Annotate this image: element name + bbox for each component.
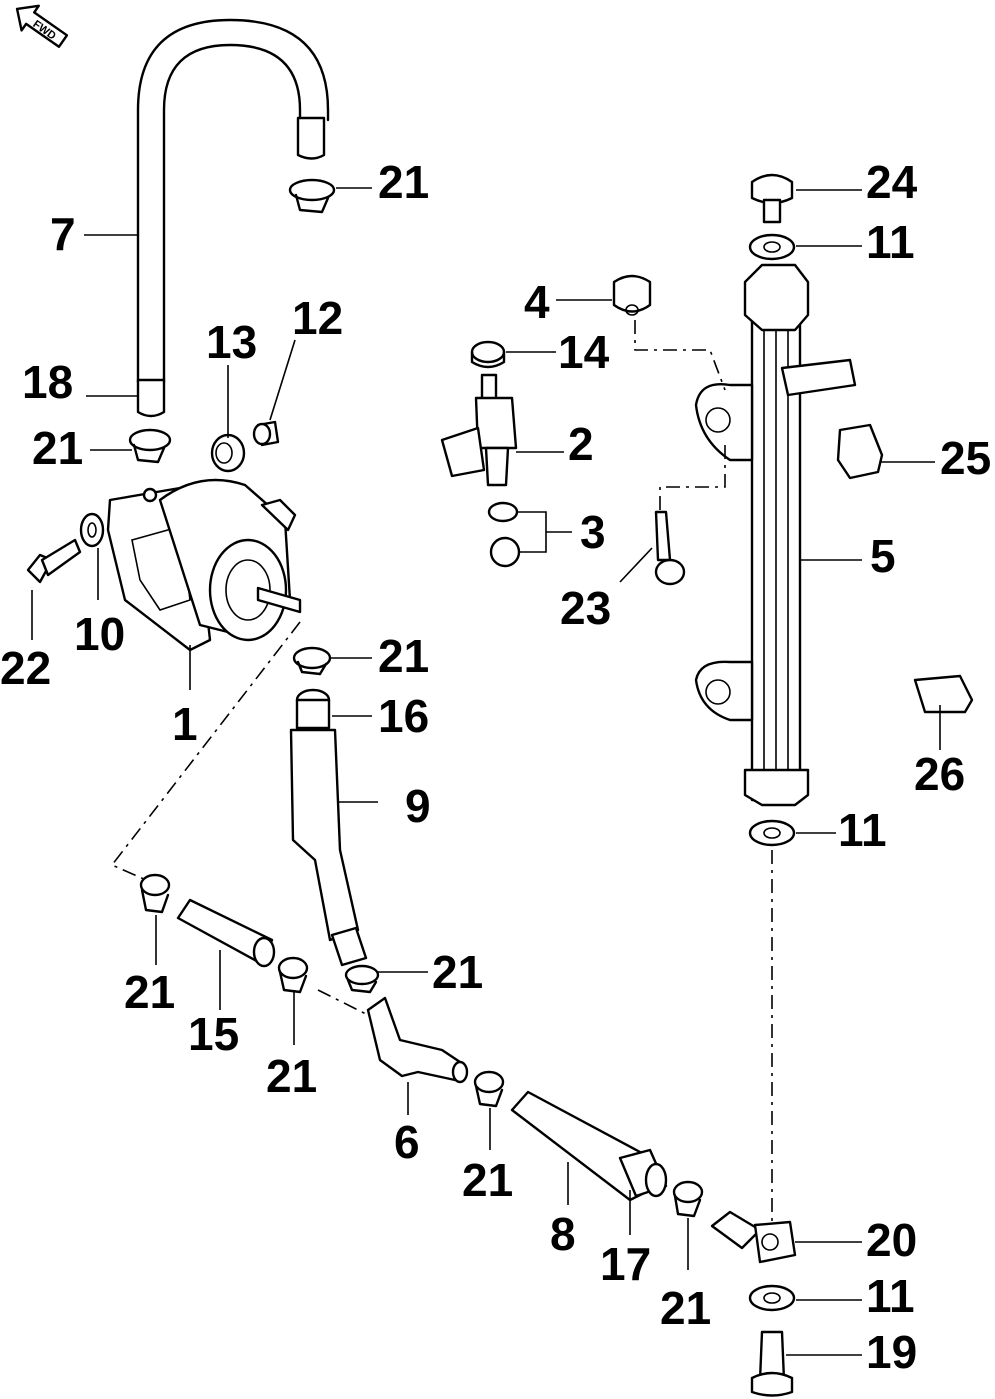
label-13: 13 [206, 316, 257, 368]
bolt-22 [26, 538, 82, 584]
fuel-rail-5 [694, 263, 857, 807]
label-23: 23 [560, 582, 611, 634]
clamp-21-bottom [672, 1180, 704, 1218]
label-21: 21 [266, 1050, 317, 1102]
elbow-6 [366, 996, 469, 1084]
label-19: 19 [866, 1326, 917, 1378]
connector-line-1 [110, 621, 301, 881]
grommet-13 [210, 433, 246, 473]
fuel-filter-1 [106, 478, 302, 652]
connector-line-2 [317, 989, 369, 1016]
label-5: 5 [870, 530, 896, 582]
clamp-21-top [288, 178, 336, 214]
cap-4 [612, 274, 652, 316]
hose-9 [289, 688, 368, 967]
clamp-21-low-left [139, 873, 171, 914]
label-26: 26 [914, 748, 965, 800]
label-11: 11 [866, 216, 915, 268]
hose-7 [136, 18, 330, 418]
collar-12 [252, 420, 280, 447]
clamp-21-mid [292, 646, 332, 676]
label-10: 10 [74, 608, 125, 660]
bolt-24 [750, 173, 794, 224]
label-20: 20 [866, 1214, 917, 1266]
union-20 [710, 1210, 797, 1264]
label-21: 21 [378, 630, 429, 682]
washer-11-bottom [748, 1284, 796, 1312]
label-17: 17 [600, 1238, 651, 1290]
washer-11-top [748, 233, 796, 261]
label-11: 11 [866, 1270, 915, 1322]
clamp-21-hose9 [344, 964, 380, 994]
label-14: 14 [558, 326, 610, 378]
clip-26 [913, 674, 974, 714]
label-21: 21 [32, 422, 83, 474]
label-21: 21 [378, 156, 429, 208]
label-21: 21 [432, 946, 483, 998]
connector-line-3 [634, 320, 726, 391]
injector-2 [440, 373, 518, 487]
clamp-21-left [128, 428, 172, 464]
oring-14 [470, 340, 506, 369]
label-4: 4 [524, 276, 550, 328]
label-1: 1 [172, 698, 198, 750]
fwd-arrow-icon: FWD [15, 4, 69, 48]
label-8: 8 [550, 1208, 576, 1260]
label-9: 9 [405, 780, 431, 832]
hose-8 [510, 1090, 668, 1202]
washer-11-mid [748, 819, 796, 847]
washer-10 [79, 512, 105, 548]
label-21: 21 [462, 1154, 513, 1206]
clamp-21-low-mid [277, 956, 309, 994]
label-16: 16 [378, 690, 429, 742]
label-6: 6 [394, 1116, 420, 1168]
label-21: 21 [660, 1282, 711, 1334]
clip-25 [836, 423, 884, 480]
label-3: 3 [580, 506, 606, 558]
label-18: 18 [22, 356, 73, 408]
connector-line-4 [659, 440, 726, 510]
label-11: 11 [838, 804, 887, 856]
label-2: 2 [568, 418, 594, 470]
label-12: 12 [292, 292, 343, 344]
label-24: 24 [866, 156, 918, 208]
oring-3 [487, 501, 521, 568]
bolt-23 [654, 510, 686, 586]
label-21: 21 [124, 966, 175, 1018]
clamp-21-right [473, 1070, 505, 1108]
label-22: 22 [0, 642, 51, 694]
label-25: 25 [940, 432, 991, 484]
bolt-19 [750, 1330, 794, 1397]
hose-15 [176, 898, 276, 968]
label-7: 7 [50, 208, 76, 260]
label-15: 15 [188, 1008, 239, 1060]
